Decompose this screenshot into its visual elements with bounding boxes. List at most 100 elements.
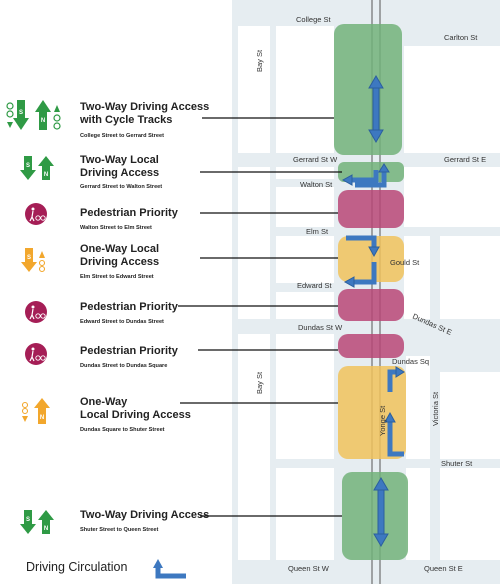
city-block (276, 26, 334, 153)
curved-arrow-icon (153, 559, 186, 579)
street-label-college: College St (296, 15, 332, 24)
dundas-east-road (396, 319, 500, 372)
segment-two-way-cycle (334, 24, 402, 155)
street-label-gerrard-w: Gerrard St W (293, 155, 338, 164)
legend: Two-Way Driving Access with Cycle Tracks… (79, 101, 209, 533)
dundas-sq-arrow (387, 369, 398, 392)
legend-subtitle: Edward Street to Dundas Street (80, 319, 164, 325)
svg-text:S: S (26, 163, 30, 169)
svg-text:S: S (19, 110, 23, 116)
driving-circulation-label: Driving Circulation (26, 560, 127, 574)
legend-subtitle: Elm Street to Edward Street (80, 274, 154, 280)
svg-text:S: S (26, 517, 30, 523)
gerrard-walton-arrow (350, 170, 379, 183)
segments (334, 24, 408, 560)
svg-text:N: N (44, 172, 48, 178)
legend-icons: S N S N S (6, 100, 61, 534)
street-label-queen-w: Queen St W (288, 564, 330, 573)
legend-title: Two-Way Driving Access (80, 509, 209, 521)
legend-title: Pedestrian Priority (80, 345, 179, 357)
street-label-walton: Walton St (300, 180, 333, 189)
one-way-south-arrow-with-bike-icon: S (21, 248, 46, 273)
street-label-gould: Gould St (390, 258, 420, 267)
city-block (276, 167, 334, 179)
segment-ped-walton-elm (338, 190, 404, 228)
legend-subtitle: Shuter Street to Queen Street (80, 527, 158, 533)
legend-subtitle: Walton Street to Elm Street (80, 225, 152, 231)
city-block (440, 372, 500, 459)
legend-item-two-way-cycle: Two-Way Driving Access with Cycle Tracks… (79, 101, 209, 139)
street-label-carlton: Carlton St (444, 33, 478, 42)
city-block (238, 26, 270, 153)
pedestrian-bike-icon (25, 343, 47, 365)
legend-item-ped-walton-elm: Pedestrian Priority Walton Street to Elm… (80, 207, 179, 231)
segment-ped-edward-dundas (338, 289, 404, 321)
legend-item-ped-dundas-square: Pedestrian Priority Dundas Street to Dun… (80, 345, 179, 369)
street-label-elm: Elm St (306, 227, 329, 236)
one-way-north-arrow-with-bike-icon: N (21, 398, 50, 424)
shuter-north-arrow (387, 420, 404, 457)
segment-two-way-local (338, 162, 404, 182)
svg-text:N: N (41, 118, 45, 124)
legend-title: One-Way (80, 396, 128, 408)
city-block (404, 46, 500, 153)
city-block (404, 167, 500, 227)
street-label-dundas-w: Dundas St W (298, 323, 343, 332)
street-label-victoria: Victoria St (431, 391, 440, 426)
footer: Driving Circulation (26, 559, 186, 579)
two-way-arrow-north (368, 75, 384, 143)
edward-west-arrowhead (343, 276, 355, 288)
legend-item-ped-edward-dundas: Pedestrian Priority Edward Street to Dun… (80, 301, 179, 325)
elm-south-arrowhead (368, 246, 380, 258)
legend-item-two-way-shuter-queen: Two-Way Driving Access Shuter Street to … (80, 509, 209, 533)
city-block (276, 334, 334, 459)
street-labels: College St Carlton St Bay St Gerrard St … (255, 15, 486, 573)
two-way-arrows-with-bike-icons: S N (6, 100, 61, 130)
legend-title: Pedestrian Priority (80, 301, 179, 313)
segment-one-way-elm-edward (338, 236, 404, 282)
city-block (404, 236, 430, 319)
legend-title: Local Driving Access (80, 409, 191, 421)
legend-item-two-way-local: Two-Way Local Driving Access Gerrard Str… (80, 154, 162, 190)
street-label-yonge: Yonge St (378, 405, 387, 436)
city-block (238, 334, 270, 560)
leader-lines (178, 117, 342, 517)
city-block (406, 468, 430, 560)
elm-south-arrow (346, 235, 377, 248)
svg-text:N: N (40, 415, 44, 421)
svg-text:N: N (44, 526, 48, 532)
city-block (440, 468, 500, 560)
walton-east-arrowhead (378, 163, 390, 173)
walton-east-arrow (355, 170, 387, 188)
street-label-dundas-sq: Dundas Sq (392, 357, 429, 366)
legend-title: Pedestrian Priority (80, 207, 179, 219)
city-block (406, 356, 430, 459)
legend-item-one-way-elm-edward: One-Way Local Driving Access Elm Street … (80, 243, 159, 280)
city-block (440, 236, 500, 319)
legend-subtitle: College Street to Gerrard Street (80, 133, 164, 139)
legend-title: One-Way Local (80, 243, 159, 255)
city-block (238, 167, 270, 319)
two-way-arrow-south (373, 477, 389, 547)
street-label-bay-south: Bay St (255, 371, 264, 394)
pedestrian-bike-icon (25, 203, 47, 225)
edward-west-arrow (352, 262, 377, 285)
city-block (276, 468, 334, 560)
driving-arrows (341, 75, 405, 547)
shuter-north-arrowhead (384, 411, 396, 423)
city-block (276, 187, 334, 227)
legend-title: Driving Access (80, 256, 159, 268)
street-label-bay-north: Bay St (255, 49, 264, 72)
legend-subtitle: Dundas Square to Shuter Street (80, 427, 165, 433)
street-label-gerrard-e: Gerrard St E (444, 155, 486, 164)
legend-subtitle: Dundas Street to Dundas Square (80, 363, 167, 369)
gerrard-walton-arrowhead (341, 174, 353, 186)
two-way-arrows-icon: S N (20, 510, 54, 534)
street-label-shuter: Shuter St (441, 459, 473, 468)
city-block (276, 236, 334, 283)
segment-ped-dundas-square (338, 334, 404, 358)
street-label-queen-e: Queen St E (424, 564, 463, 573)
segment-two-way-shuter-queen (342, 472, 408, 560)
two-way-arrows-icon: S N (20, 156, 54, 180)
